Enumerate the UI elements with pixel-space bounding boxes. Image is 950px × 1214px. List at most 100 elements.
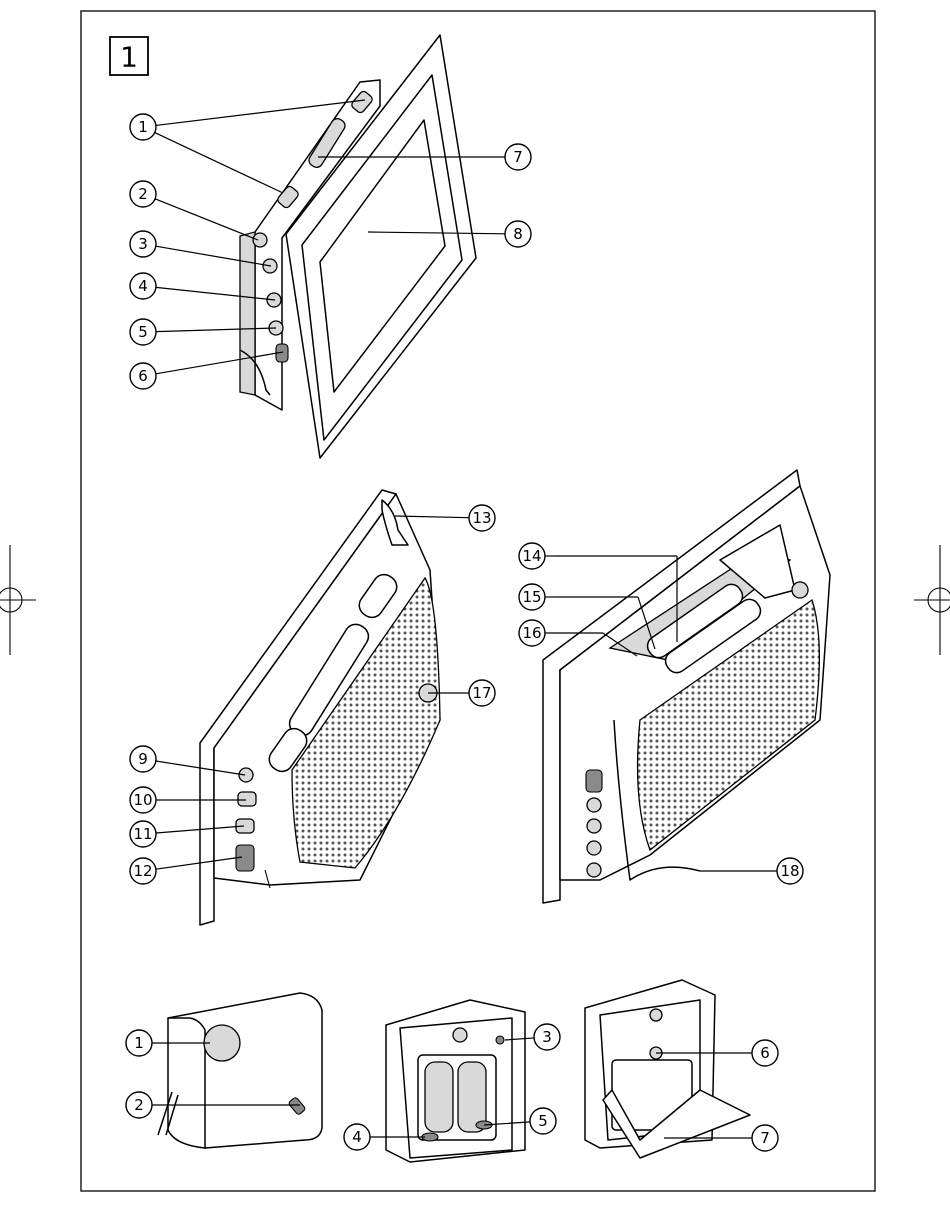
figure-number: 1 bbox=[120, 41, 138, 74]
callout-17-label: 17 bbox=[472, 684, 491, 702]
callout-7: 7 bbox=[664, 1124, 779, 1152]
callout-13-circle bbox=[468, 504, 496, 532]
callout-11-leader bbox=[155, 825, 245, 834]
callout-3-circle bbox=[533, 1023, 561, 1051]
callout-1-label: 1 bbox=[138, 118, 148, 136]
callout-16: 16 bbox=[518, 619, 638, 657]
callout-17-circle bbox=[468, 679, 496, 707]
callout-2: 2 bbox=[125, 1091, 300, 1119]
callout-16-leader bbox=[602, 632, 638, 657]
callout-17: 17 bbox=[428, 679, 496, 707]
callout-2: 2 bbox=[129, 180, 259, 241]
device-front-view bbox=[239, 34, 477, 459]
callout-6-label: 6 bbox=[760, 1044, 770, 1062]
callout-8-circle bbox=[504, 220, 532, 248]
callout-8-leader bbox=[367, 231, 506, 235]
callout-7-circle bbox=[751, 1124, 779, 1152]
callout-7-label: 7 bbox=[513, 148, 523, 166]
callout-12-circle bbox=[129, 857, 157, 885]
callout-14-label: 14 bbox=[522, 547, 541, 565]
callout-4-leader bbox=[155, 286, 276, 301]
callout-1: 1 bbox=[129, 99, 366, 194]
callout-10: 10 bbox=[129, 786, 246, 814]
callout-10-circle bbox=[129, 786, 157, 814]
callout-14: 14 bbox=[518, 542, 678, 642]
callout-15: 15 bbox=[518, 583, 656, 650]
callout-5: 5 bbox=[129, 318, 277, 346]
callout-8-label: 8 bbox=[513, 225, 523, 243]
callout-4: 4 bbox=[343, 1123, 425, 1151]
callout-1-leader bbox=[154, 132, 284, 194]
callout-1-leader bbox=[155, 99, 366, 127]
callout-9-circle bbox=[129, 745, 157, 773]
callout-2-circle bbox=[125, 1091, 153, 1119]
callout-1: 1 bbox=[125, 1029, 210, 1057]
callout-6: 6 bbox=[129, 351, 284, 390]
callout-6-leader bbox=[155, 351, 284, 375]
callout-18-label: 18 bbox=[780, 862, 799, 880]
callout-11: 11 bbox=[129, 820, 245, 848]
remote-stand-view bbox=[584, 979, 751, 1159]
callout-5-leader bbox=[155, 327, 277, 333]
callout-4-circle bbox=[129, 272, 157, 300]
callout-15-circle bbox=[518, 583, 546, 611]
callout-10-label: 10 bbox=[133, 791, 152, 809]
callout-11-circle bbox=[129, 820, 157, 848]
callout-6-circle bbox=[129, 362, 157, 390]
callout-3-circle bbox=[129, 230, 157, 258]
callout-14-circle bbox=[518, 542, 546, 570]
figure-number-box: 1 bbox=[109, 36, 149, 76]
callout-9: 9 bbox=[129, 745, 246, 776]
callout-6: 6 bbox=[656, 1039, 779, 1067]
callout-3-label: 3 bbox=[138, 235, 148, 253]
callout-3-leader bbox=[155, 245, 272, 267]
callout-3: 3 bbox=[504, 1023, 561, 1051]
callout-7: 7 bbox=[318, 143, 532, 171]
callout-12-leader bbox=[155, 856, 243, 870]
callout-15-label: 15 bbox=[522, 588, 541, 606]
registration-mark-left bbox=[0, 545, 36, 655]
callout-2-circle bbox=[129, 180, 157, 208]
callout-9-label: 9 bbox=[138, 750, 148, 768]
callout-9-leader bbox=[155, 760, 246, 776]
callout-1-circle bbox=[129, 113, 157, 141]
callout-12: 12 bbox=[129, 856, 243, 885]
callout-4-circle bbox=[343, 1123, 371, 1151]
callout-5-circle bbox=[529, 1107, 557, 1135]
callout-5-circle bbox=[129, 318, 157, 346]
callout-11-label: 11 bbox=[133, 825, 152, 843]
callout-4-label: 4 bbox=[138, 277, 148, 295]
callout-2-label: 2 bbox=[138, 185, 148, 203]
callout-1-label: 1 bbox=[134, 1034, 144, 1052]
callout-5-leader bbox=[483, 1121, 531, 1126]
callout-18-circle bbox=[776, 857, 804, 885]
callout-6-label: 6 bbox=[138, 367, 148, 385]
device-battery-view bbox=[542, 469, 831, 904]
callout-4: 4 bbox=[129, 272, 276, 301]
callout-5-label: 5 bbox=[138, 323, 148, 341]
callout-3-label: 3 bbox=[542, 1028, 552, 1046]
callout-6-circle bbox=[751, 1039, 779, 1067]
device-back-view bbox=[199, 489, 441, 926]
callout-2-leader bbox=[154, 198, 259, 241]
callout-1-circle bbox=[125, 1029, 153, 1057]
callout-8: 8 bbox=[367, 220, 532, 248]
callout-7-label: 7 bbox=[760, 1129, 770, 1147]
callout-5-label: 5 bbox=[538, 1112, 548, 1130]
callout-18: 18 bbox=[700, 857, 804, 885]
remote-back-open-view bbox=[385, 999, 526, 1163]
callout-16-circle bbox=[518, 619, 546, 647]
callout-3-leader bbox=[504, 1037, 535, 1041]
callout-5: 5 bbox=[483, 1107, 557, 1135]
callout-3: 3 bbox=[129, 230, 272, 267]
callout-12-label: 12 bbox=[133, 862, 152, 880]
callout-2-label: 2 bbox=[134, 1096, 144, 1114]
callout-13-label: 13 bbox=[472, 509, 491, 527]
callout-16-label: 16 bbox=[522, 624, 541, 642]
callout-15-leader bbox=[637, 596, 656, 650]
figure-border bbox=[80, 10, 876, 1192]
callout-13: 13 bbox=[394, 504, 496, 532]
callout-4-label: 4 bbox=[352, 1128, 362, 1146]
